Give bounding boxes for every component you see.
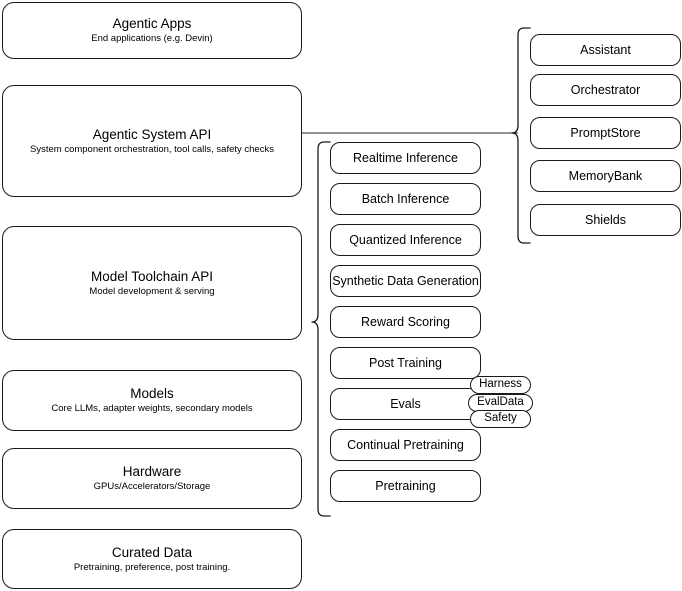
layer-models[interactable]: Models Core LLMs, adapter weights, secon… bbox=[2, 370, 302, 431]
item-label: Assistant bbox=[580, 42, 631, 57]
system-item-memorybank[interactable]: MemoryBank bbox=[530, 160, 681, 192]
item-label: Batch Inference bbox=[361, 191, 450, 206]
item-label: Post Training bbox=[369, 355, 442, 370]
system-item-orchestrator[interactable]: Orchestrator bbox=[530, 74, 681, 106]
layer-agentic-system-api[interactable]: Agentic System API System component orch… bbox=[2, 85, 302, 197]
item-label: PromptStore bbox=[570, 125, 641, 140]
item-label: Reward Scoring bbox=[361, 314, 450, 329]
toolchain-item-realtime-inference[interactable]: Realtime Inference bbox=[330, 142, 481, 174]
layer-title: Hardware bbox=[122, 464, 182, 479]
brace-system-components bbox=[511, 27, 531, 244]
toolchain-item-evals[interactable]: Evals bbox=[330, 388, 481, 420]
toolchain-item-continual-pretraining[interactable]: Continual Pretraining bbox=[330, 429, 481, 461]
item-label: Synthetic Data Generation bbox=[332, 273, 479, 288]
eval-badge-safety[interactable]: Safety bbox=[470, 410, 531, 428]
layer-subtitle: GPUs/Accelerators/Storage bbox=[93, 481, 211, 492]
item-label: Orchestrator bbox=[570, 82, 641, 97]
toolchain-item-reward-scoring[interactable]: Reward Scoring bbox=[330, 306, 481, 338]
layer-title: Agentic Apps bbox=[112, 16, 192, 31]
item-label: Quantized Inference bbox=[349, 232, 462, 247]
item-label: Continual Pretraining bbox=[347, 437, 464, 452]
layer-subtitle: System component orchestration, tool cal… bbox=[30, 143, 274, 155]
layer-title: Models bbox=[130, 386, 174, 401]
item-label: Pretraining bbox=[375, 478, 436, 493]
layer-subtitle: Pretraining, preference, post training. bbox=[73, 561, 231, 573]
layer-curated-data[interactable]: Curated Data Pretraining, preference, po… bbox=[2, 529, 302, 589]
layer-title: Model Toolchain API bbox=[90, 268, 214, 284]
toolchain-item-pretraining[interactable]: Pretraining bbox=[330, 470, 481, 502]
layer-hardware[interactable]: Hardware GPUs/Accelerators/Storage bbox=[2, 448, 302, 509]
layer-agentic-apps[interactable]: Agentic Apps End applications (e.g. Devi… bbox=[2, 2, 302, 59]
toolchain-item-synthetic-data-generation[interactable]: Synthetic Data Generation bbox=[330, 265, 481, 297]
system-item-promptstore[interactable]: PromptStore bbox=[530, 117, 681, 149]
layer-title: Agentic System API bbox=[92, 126, 212, 142]
eval-badge-harness[interactable]: Harness bbox=[470, 376, 531, 394]
toolchain-item-post-training[interactable]: Post Training bbox=[330, 347, 481, 379]
item-label: MemoryBank bbox=[568, 168, 643, 183]
layer-subtitle: Model development & serving bbox=[89, 285, 215, 297]
layer-title: Curated Data bbox=[111, 544, 193, 560]
layer-subtitle: End applications (e.g. Devin) bbox=[91, 33, 213, 44]
system-item-shields[interactable]: Shields bbox=[530, 204, 681, 236]
toolchain-item-batch-inference[interactable]: Batch Inference bbox=[330, 183, 481, 215]
system-item-assistant[interactable]: Assistant bbox=[530, 34, 681, 66]
layer-subtitle: Core LLMs, adapter weights, secondary mo… bbox=[51, 403, 253, 414]
layer-model-toolchain-api[interactable]: Model Toolchain API Model development & … bbox=[2, 226, 302, 340]
toolchain-item-quantized-inference[interactable]: Quantized Inference bbox=[330, 224, 481, 256]
item-label: Evals bbox=[390, 396, 421, 411]
brace-toolchain-components bbox=[311, 141, 331, 517]
item-label: Shields bbox=[585, 212, 626, 227]
item-label: Realtime Inference bbox=[353, 150, 458, 165]
